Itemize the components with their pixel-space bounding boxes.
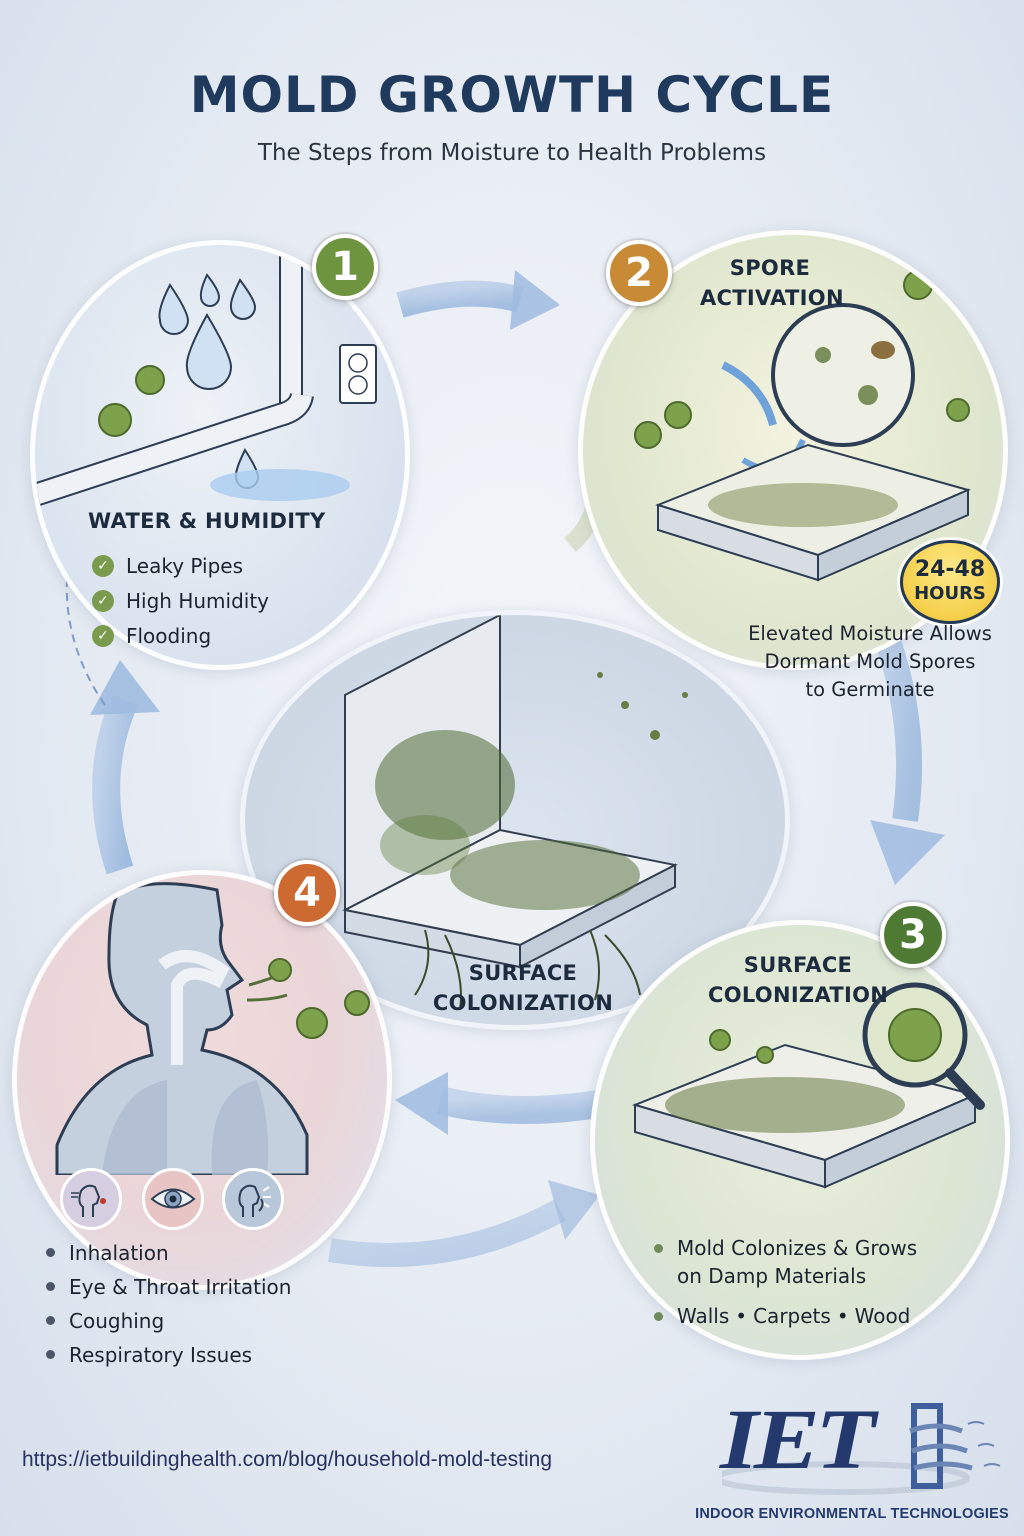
iet-logo-text: IET	[720, 1391, 876, 1487]
coughing-icon	[222, 1168, 284, 1230]
moldy-corner-illustration	[342, 615, 688, 1011]
step-1-badge: 1	[312, 234, 378, 300]
inhalation-icon	[60, 1168, 122, 1230]
bullet-icon	[46, 1350, 55, 1359]
step-4-circle	[12, 870, 392, 1290]
list-item: Eye & Throat Irritation	[42, 1272, 291, 1306]
colonization-illustration	[631, 982, 985, 1189]
page-subtitle: The Steps from Moisture to Health Proble…	[257, 140, 767, 166]
step-1-title: WATER & HUMIDITY	[88, 509, 326, 533]
bullet-icon	[46, 1316, 55, 1325]
list-item: Respiratory Issues	[42, 1340, 291, 1374]
list-item: ✓Flooding	[92, 618, 269, 653]
company-name: INDOOR ENVIRONMENTAL TECHNOLOGIES	[695, 1506, 1009, 1522]
check-icon: ✓	[92, 554, 114, 577]
center-title: SURFACE COLONIZATION	[432, 961, 614, 1015]
check-icon: ✓	[92, 624, 114, 647]
spore-activation-illustration	[634, 270, 971, 582]
bullet-icon	[654, 1244, 663, 1253]
step-2-badge: 2	[606, 240, 672, 306]
step-4-badge: 4	[274, 860, 340, 926]
iet-logo-graphic	[722, 1403, 1001, 1495]
step-2-description: Elevated Moisture Allows Dormant Mold Sp…	[748, 622, 992, 701]
step-4-symptom-list: Inhalation Eye & Throat Irritation Cough…	[42, 1238, 291, 1374]
bullet-icon	[46, 1248, 55, 1257]
bullet-icon	[46, 1282, 55, 1291]
step-1-cause-list: ✓Leaky Pipes ✓High Humidity ✓Flooding	[92, 548, 269, 653]
check-icon: ✓	[92, 589, 114, 612]
list-item: Coughing	[42, 1306, 291, 1340]
leaking-pipe-illustration	[35, 245, 377, 507]
materials-list: Walls • Carpets • Wood	[650, 1302, 917, 1330]
bullet-icon	[654, 1312, 663, 1321]
timer-badge: 24-48 HOURS	[900, 540, 1000, 624]
step-3-title: SURFACE COLONIZATION	[708, 953, 889, 1007]
list-item: Inhalation	[42, 1238, 291, 1272]
page-title: MOLD GROWTH CYCLE	[189, 66, 835, 124]
eye-irritation-icon	[142, 1168, 204, 1230]
list-item: ✓High Humidity	[92, 583, 269, 618]
step-2-title: SPORE ACTIVATION	[700, 256, 844, 310]
list-item: ✓Leaky Pipes	[92, 548, 269, 583]
step-3-badge: 3	[880, 902, 946, 968]
respiratory-illustration	[55, 882, 370, 1177]
source-url-link[interactable]: https://ietbuildinghealth.com/blog/house…	[22, 1448, 552, 1471]
step-3-circle	[590, 920, 1010, 1360]
